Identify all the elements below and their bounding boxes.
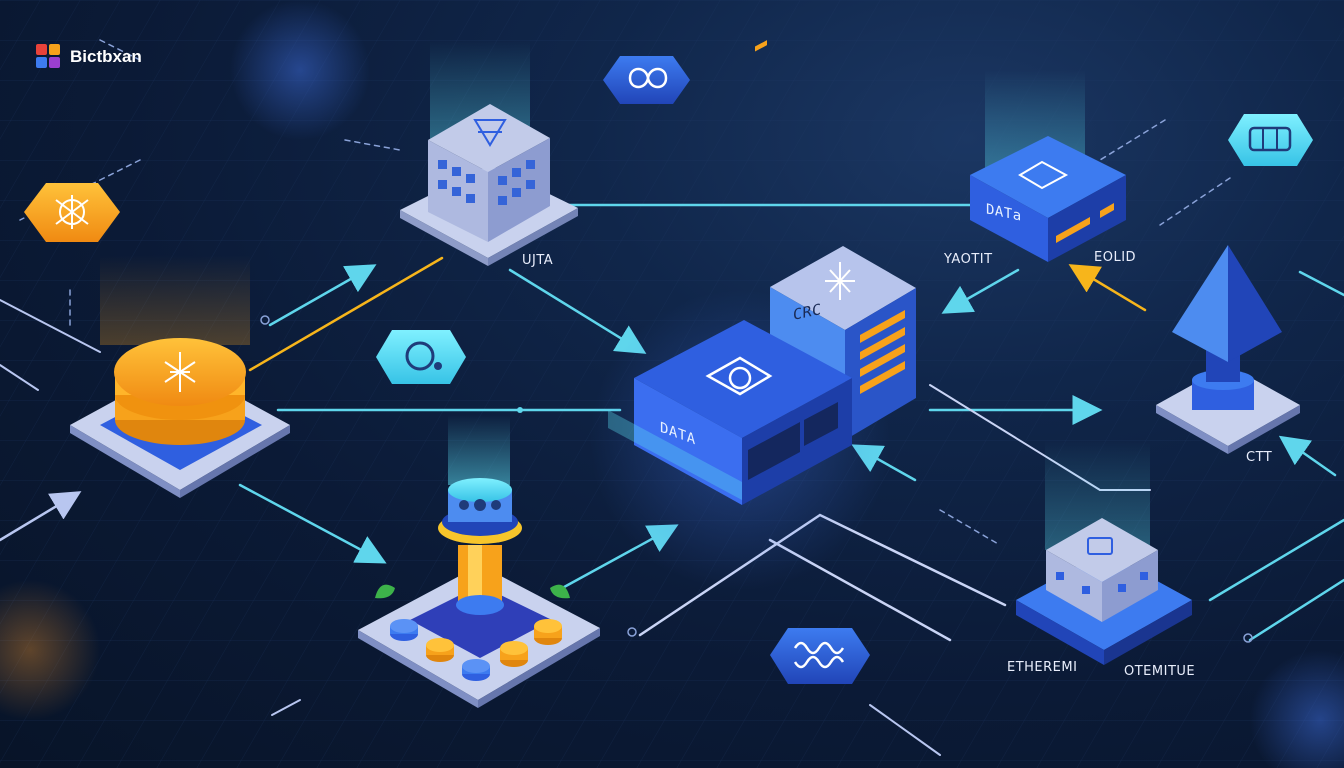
connector-dash <box>344 139 401 151</box>
eth-right-label: OTEMITUE <box>1124 664 1196 679</box>
eth-crystal-right <box>1228 245 1282 362</box>
box-icon <box>705 356 773 396</box>
tower-pad <box>410 585 552 658</box>
background-glow-corner <box>1250 650 1344 768</box>
data-box-top <box>970 136 1126 218</box>
connector-dash <box>939 509 1001 546</box>
top-cube-label: UJTA <box>522 253 554 268</box>
box-icon <box>1018 160 1069 190</box>
background-glow-orange <box>0 580 100 720</box>
data-block-left <box>634 378 742 505</box>
connector-line <box>508 268 647 354</box>
ethereum-crystal-node[interactable] <box>1156 245 1300 454</box>
connector-line <box>941 268 1020 314</box>
connector-dash <box>99 39 141 61</box>
brand[interactable]: Bictbxan <box>36 42 142 72</box>
connector-line <box>1208 518 1344 602</box>
yaxis-left-label: YAOTIT <box>944 252 993 267</box>
blue-coil-hexagon-icon[interactable] <box>770 628 870 684</box>
connector-line <box>0 299 101 353</box>
blue-infinity-hexagon-icon[interactable] <box>603 56 690 104</box>
data-box-right-node[interactable] <box>970 136 1126 262</box>
connector-line <box>271 699 301 716</box>
coin-stack-node[interactable] <box>70 338 290 498</box>
data-block-top <box>634 320 852 438</box>
connector-node <box>1243 633 1253 643</box>
connector-dash <box>1159 177 1231 226</box>
data-box-left <box>970 175 1048 262</box>
infinity-icon <box>628 67 668 89</box>
eth-side-label: CTT <box>1246 450 1273 465</box>
connector-dash <box>1099 119 1166 161</box>
light-beam-orange <box>100 255 250 345</box>
server-slots <box>860 310 905 394</box>
network-icon <box>825 262 855 300</box>
connector-line-orange <box>248 256 444 372</box>
wallet-icon-dot <box>434 362 442 370</box>
crc-server-top <box>770 246 916 330</box>
coil-icon <box>793 641 845 669</box>
central-data-node[interactable] <box>590 40 916 590</box>
connector-node <box>517 407 523 413</box>
connectors <box>0 39 1344 756</box>
top-data-cube[interactable] <box>400 104 578 266</box>
teal-wallet-hexagon-icon[interactable] <box>376 330 466 384</box>
brand-name: Bictbxan <box>70 47 142 66</box>
connector-line <box>268 264 377 327</box>
connector-line <box>0 491 82 542</box>
triangle-icon <box>473 119 507 147</box>
cube-base-side <box>400 210 488 266</box>
blockchain-tower-node[interactable] <box>358 478 600 708</box>
cube-base-side <box>488 208 578 266</box>
grid-cubes-icon <box>36 44 62 70</box>
connector-line-orange <box>1068 264 1147 312</box>
wallet-icon <box>405 341 435 371</box>
teal-grid-hexagon-icon[interactable] <box>1228 114 1313 166</box>
eth-crystal-left <box>1172 245 1228 362</box>
connector-node <box>260 315 270 325</box>
connector-line <box>869 704 941 756</box>
background-glow <box>230 0 370 140</box>
ethereum-cube-node[interactable] <box>1016 518 1192 665</box>
connector-line <box>238 483 387 564</box>
connector-line <box>1298 270 1344 297</box>
chip-icon <box>1087 537 1113 555</box>
connector-node <box>627 627 637 637</box>
light-beams <box>100 40 1150 550</box>
connector-line <box>0 364 39 391</box>
yaxis-right-label: EOLID <box>1094 250 1137 265</box>
grid-icon <box>1248 126 1292 152</box>
light-beam <box>448 415 510 485</box>
connector-line <box>1248 578 1344 642</box>
cube-top <box>428 104 550 172</box>
tower-top <box>448 478 512 502</box>
small-coins <box>390 619 562 681</box>
data-box-right <box>1048 175 1126 262</box>
connector-line <box>1278 435 1337 477</box>
eth-left-label: ETHEREMI <box>1007 660 1078 675</box>
network-icon <box>55 195 89 229</box>
coin-symbol-icon <box>164 352 196 392</box>
data-panels <box>748 40 838 480</box>
cube-window-grid <box>438 160 535 205</box>
orange-network-hexagon-icon[interactable] <box>24 183 120 242</box>
